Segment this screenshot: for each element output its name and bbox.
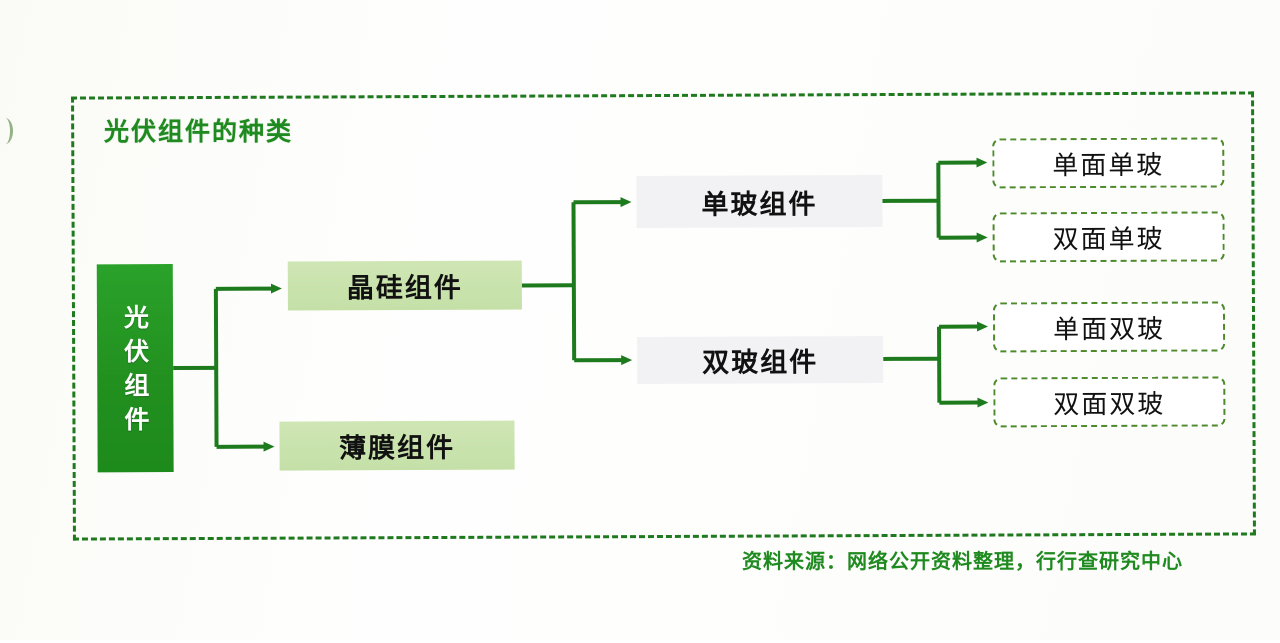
node-thin-film-module[interactable]: 薄膜组件 [279, 421, 514, 471]
source-attribution: 资料来源：网络公开资料整理，行行查研究中心 [742, 545, 1183, 574]
edge-root-bus [216, 289, 217, 447]
edge-jingui-bus [573, 202, 574, 360]
node-monofacial-single-glass[interactable]: 单面单玻 [992, 137, 1224, 188]
node-crystalline-silicon-module[interactable]: 晶硅组件 [288, 261, 522, 311]
node-single-glass-module[interactable]: 单玻组件 [636, 175, 882, 228]
node-bifacial-single-glass[interactable]: 双面单玻 [993, 211, 1225, 262]
node-monofacial-double-glass[interactable]: 单面双玻 [993, 301, 1225, 352]
node-double-glass-module[interactable]: 双玻组件 [637, 336, 883, 384]
node-bifacial-double-glass[interactable]: 双面双玻 [993, 376, 1225, 427]
node-root-photovoltaic-module[interactable]: 光伏组件 [97, 264, 174, 472]
